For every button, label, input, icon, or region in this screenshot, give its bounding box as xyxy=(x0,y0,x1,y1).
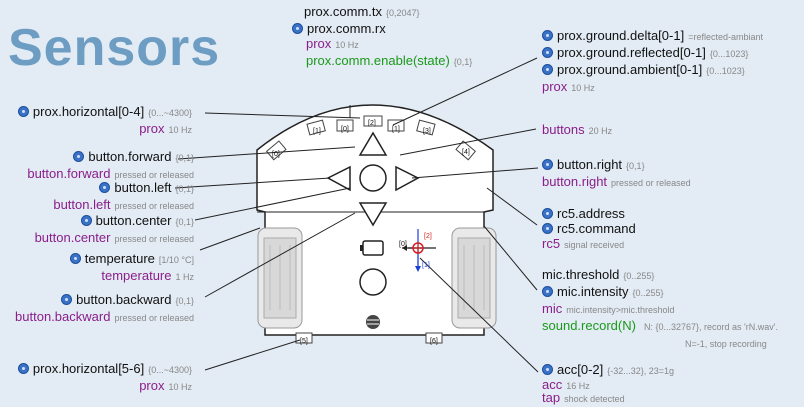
sensor-label-3: [3] xyxy=(423,128,431,135)
variable-icon xyxy=(80,215,92,226)
wheel-left xyxy=(257,227,303,329)
sensor-label-6: [6] xyxy=(430,338,438,345)
sensor-label-5: [5] xyxy=(300,338,308,345)
variable-icon xyxy=(99,182,111,193)
left-arrow xyxy=(326,165,351,192)
page-title: Sensors xyxy=(8,19,221,77)
ground-sensor-label-0: [0] xyxy=(341,126,349,133)
axis-label-0: [0] xyxy=(399,241,407,248)
sensor-label-2: [2] xyxy=(368,120,376,127)
variable-icon xyxy=(61,294,73,305)
variable-icon xyxy=(542,364,553,375)
center-button xyxy=(359,164,387,192)
axis-label-1: [1] xyxy=(422,262,430,269)
variable-icon xyxy=(69,253,81,264)
variable-icon xyxy=(17,106,29,117)
variable-icon xyxy=(292,23,303,34)
prox-ground-label: prox.ground.delta[0-1]=reflected-ambiant… xyxy=(542,28,763,94)
right-arrow xyxy=(395,165,420,192)
sensor-label-1: [1] xyxy=(313,128,321,135)
variable-icon xyxy=(542,286,553,297)
axis-label-2: [2] xyxy=(424,233,432,240)
variable-icon xyxy=(542,64,553,75)
variable-icon xyxy=(73,151,85,162)
mic-label: mic.threshold{0..255} mic.intensity{0..2… xyxy=(542,267,778,349)
variable-icon xyxy=(542,30,553,41)
ground-sensor-label-1: [1] xyxy=(392,126,400,133)
backward-arrow xyxy=(358,202,388,227)
variable-icon xyxy=(542,208,553,219)
sensor-label-4: [4] xyxy=(462,149,470,156)
sensor-label-0: [0] xyxy=(272,151,280,158)
variable-icon xyxy=(542,47,553,58)
variable-icon xyxy=(542,223,553,234)
forward-arrow xyxy=(358,131,388,156)
variable-icon xyxy=(17,363,29,374)
variable-icon xyxy=(542,159,553,170)
wheel-right xyxy=(451,227,497,329)
